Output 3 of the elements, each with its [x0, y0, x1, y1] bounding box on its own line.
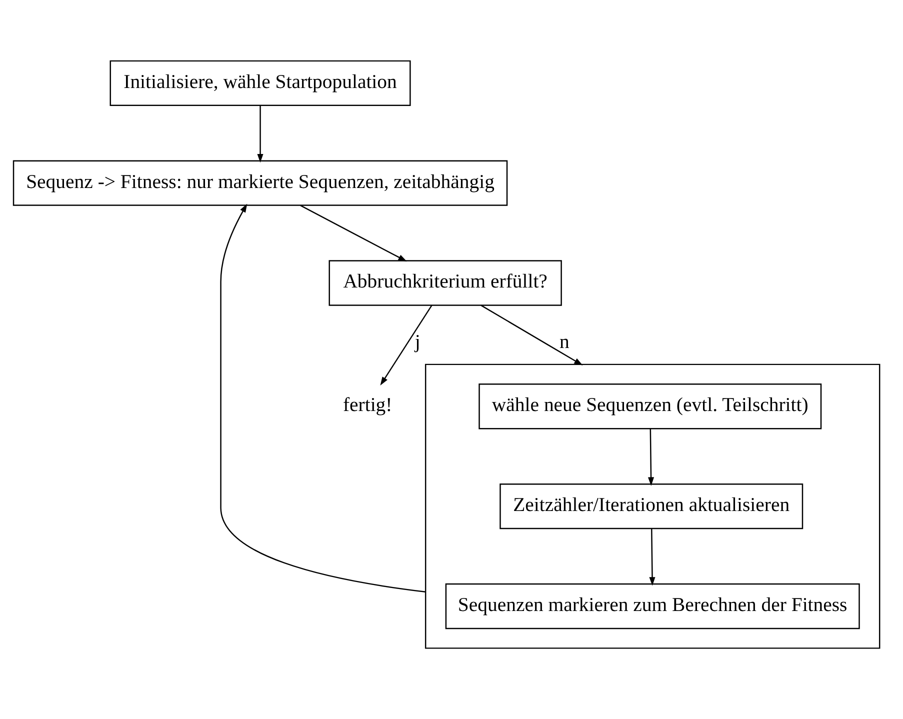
edge-label: n: [559, 331, 570, 354]
node-text: fertig!: [342, 394, 392, 416]
edge-label: j: [414, 331, 420, 354]
